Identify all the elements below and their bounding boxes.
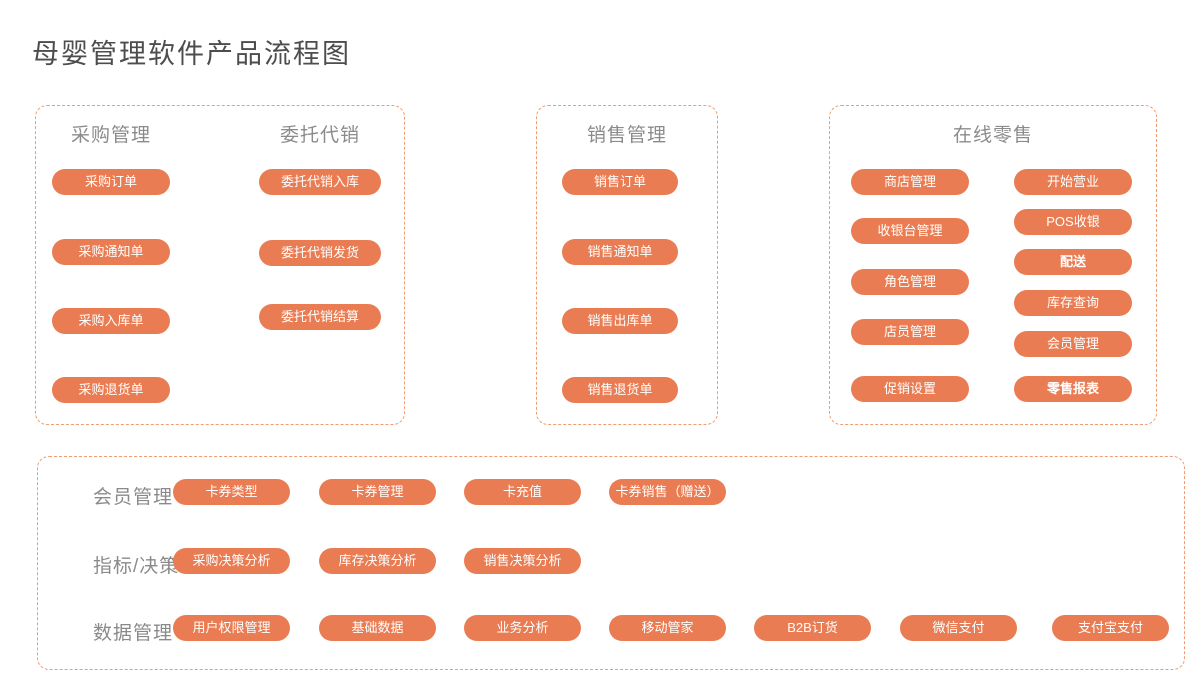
node-consignment-inbound: 委托代销入库: [259, 169, 381, 195]
node-business-analysis: 业务分析: [464, 615, 581, 641]
node-card-type: 卡券类型: [173, 479, 290, 505]
header-purchase: 采购管理: [70, 125, 151, 146]
node-consignment-settlement: 委托代销结算: [259, 304, 381, 330]
node-card-sale-gift: 卡券销售（赠送）: [609, 479, 726, 505]
node-promotion-settings: 促销设置: [851, 376, 969, 402]
header-online-retail: 在线零售: [952, 125, 1033, 146]
node-retail-report: 零售报表: [1014, 376, 1132, 402]
node-store-management: 商店管理: [851, 169, 969, 195]
group-online-retail: 在线零售 商店管理 收银台管理 角色管理 店员管理 促销设置 开始营业 POS收…: [829, 105, 1157, 425]
node-clerk-management: 店员管理: [851, 319, 969, 345]
header-sales: 销售管理: [586, 125, 667, 146]
page-title: 母婴管理软件产品流程图: [32, 39, 351, 69]
node-cashier-management: 收银台管理: [851, 218, 969, 244]
node-sales-order: 销售订单: [562, 169, 678, 195]
node-b2b-ordering: B2B订货: [754, 615, 871, 641]
node-sales-outbound: 销售出库单: [562, 308, 678, 334]
row-label-data-management: 数据管理: [93, 623, 174, 644]
group-purchase-consignment: 采购管理 委托代销 采购订单 采购通知单 采购入库单 采购退货单 委托代销入库 …: [35, 105, 405, 425]
node-consignment-shipment: 委托代销发货: [259, 240, 381, 266]
node-wechat-pay: 微信支付: [900, 615, 1017, 641]
node-member-management: 会员管理: [1014, 331, 1132, 357]
node-purchase-inbound: 采购入库单: [52, 308, 170, 334]
header-consignment: 委托代销: [279, 125, 360, 146]
node-basic-data: 基础数据: [319, 615, 436, 641]
group-bottom: 会员管理 卡券类型 卡券管理 卡充值 卡券销售（赠送） 指标/决策 采购决策分析…: [37, 456, 1185, 670]
node-purchase-order: 采购订单: [52, 169, 170, 195]
node-card-recharge: 卡充值: [464, 479, 581, 505]
group-sales: 销售管理 销售订单 销售通知单 销售出库单 销售退货单: [536, 105, 718, 425]
node-user-permission: 用户权限管理: [173, 615, 290, 641]
node-mobile-manager: 移动管家: [609, 615, 726, 641]
node-delivery: 配送: [1014, 249, 1132, 275]
node-start-business: 开始营业: [1014, 169, 1132, 195]
node-pos-cashier: POS收银: [1014, 209, 1132, 235]
node-role-management: 角色管理: [851, 269, 969, 295]
row-label-decision: 指标/决策: [93, 556, 180, 577]
node-alipay-pay: 支付宝支付: [1052, 615, 1169, 641]
node-inventory-decision-analysis: 库存决策分析: [319, 548, 436, 574]
node-sales-decision-analysis: 销售决策分析: [464, 548, 581, 574]
node-inventory-query: 库存查询: [1014, 290, 1132, 316]
node-sales-return: 销售退货单: [562, 377, 678, 403]
node-purchase-notice: 采购通知单: [52, 239, 170, 265]
node-purchase-decision-analysis: 采购决策分析: [173, 548, 290, 574]
node-card-management: 卡券管理: [319, 479, 436, 505]
row-label-member-management: 会员管理: [93, 487, 174, 508]
node-purchase-return: 采购退货单: [52, 377, 170, 403]
node-sales-notice: 销售通知单: [562, 239, 678, 265]
